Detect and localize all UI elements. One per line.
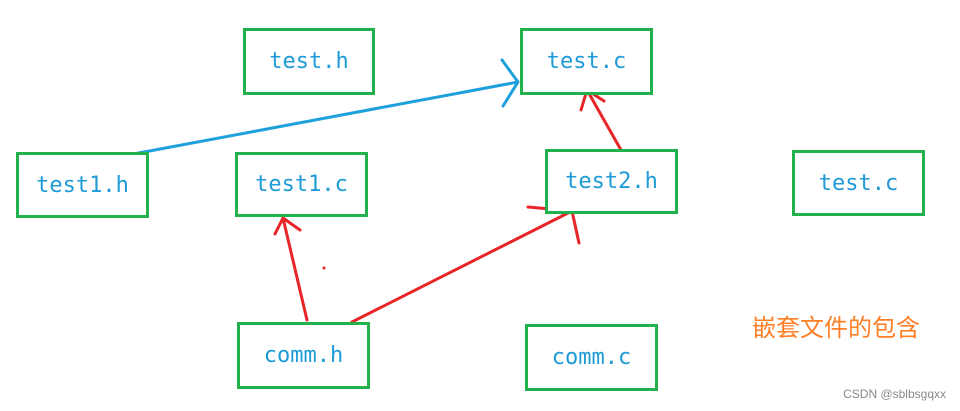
watermark: CSDN @sblbsgqxx [843, 387, 946, 401]
node-test-c-right: test.c [792, 150, 925, 216]
stray-mark [322, 266, 326, 270]
arrow-commh-to-test2h [350, 205, 581, 324]
node-comm-h: comm.h [237, 322, 370, 389]
node-label: test.h [269, 49, 349, 74]
node-label: test.c [546, 49, 627, 74]
node-label: test2.h [565, 169, 658, 194]
node-test-c-top: test.c [520, 28, 653, 95]
annotation-label: 嵌套文件的包含 [752, 314, 920, 342]
node-label: test.c [818, 170, 899, 196]
node-test1-c: test1.c [235, 152, 368, 217]
node-test-h: test.h [243, 28, 375, 95]
node-label: comm.c [551, 345, 632, 370]
node-test1-h: test1.h [16, 152, 149, 218]
arrow-test2h-to-testc [579, 88, 623, 152]
node-label: test1.h [36, 172, 129, 198]
node-comm-c: comm.c [525, 324, 658, 391]
node-label: test1.c [255, 172, 348, 197]
arrow-commh-to-test1c [273, 216, 309, 322]
arrow-test1h-to-testc [126, 58, 520, 157]
node-test2-h: test2.h [545, 149, 678, 214]
node-label: comm.h [263, 343, 344, 368]
